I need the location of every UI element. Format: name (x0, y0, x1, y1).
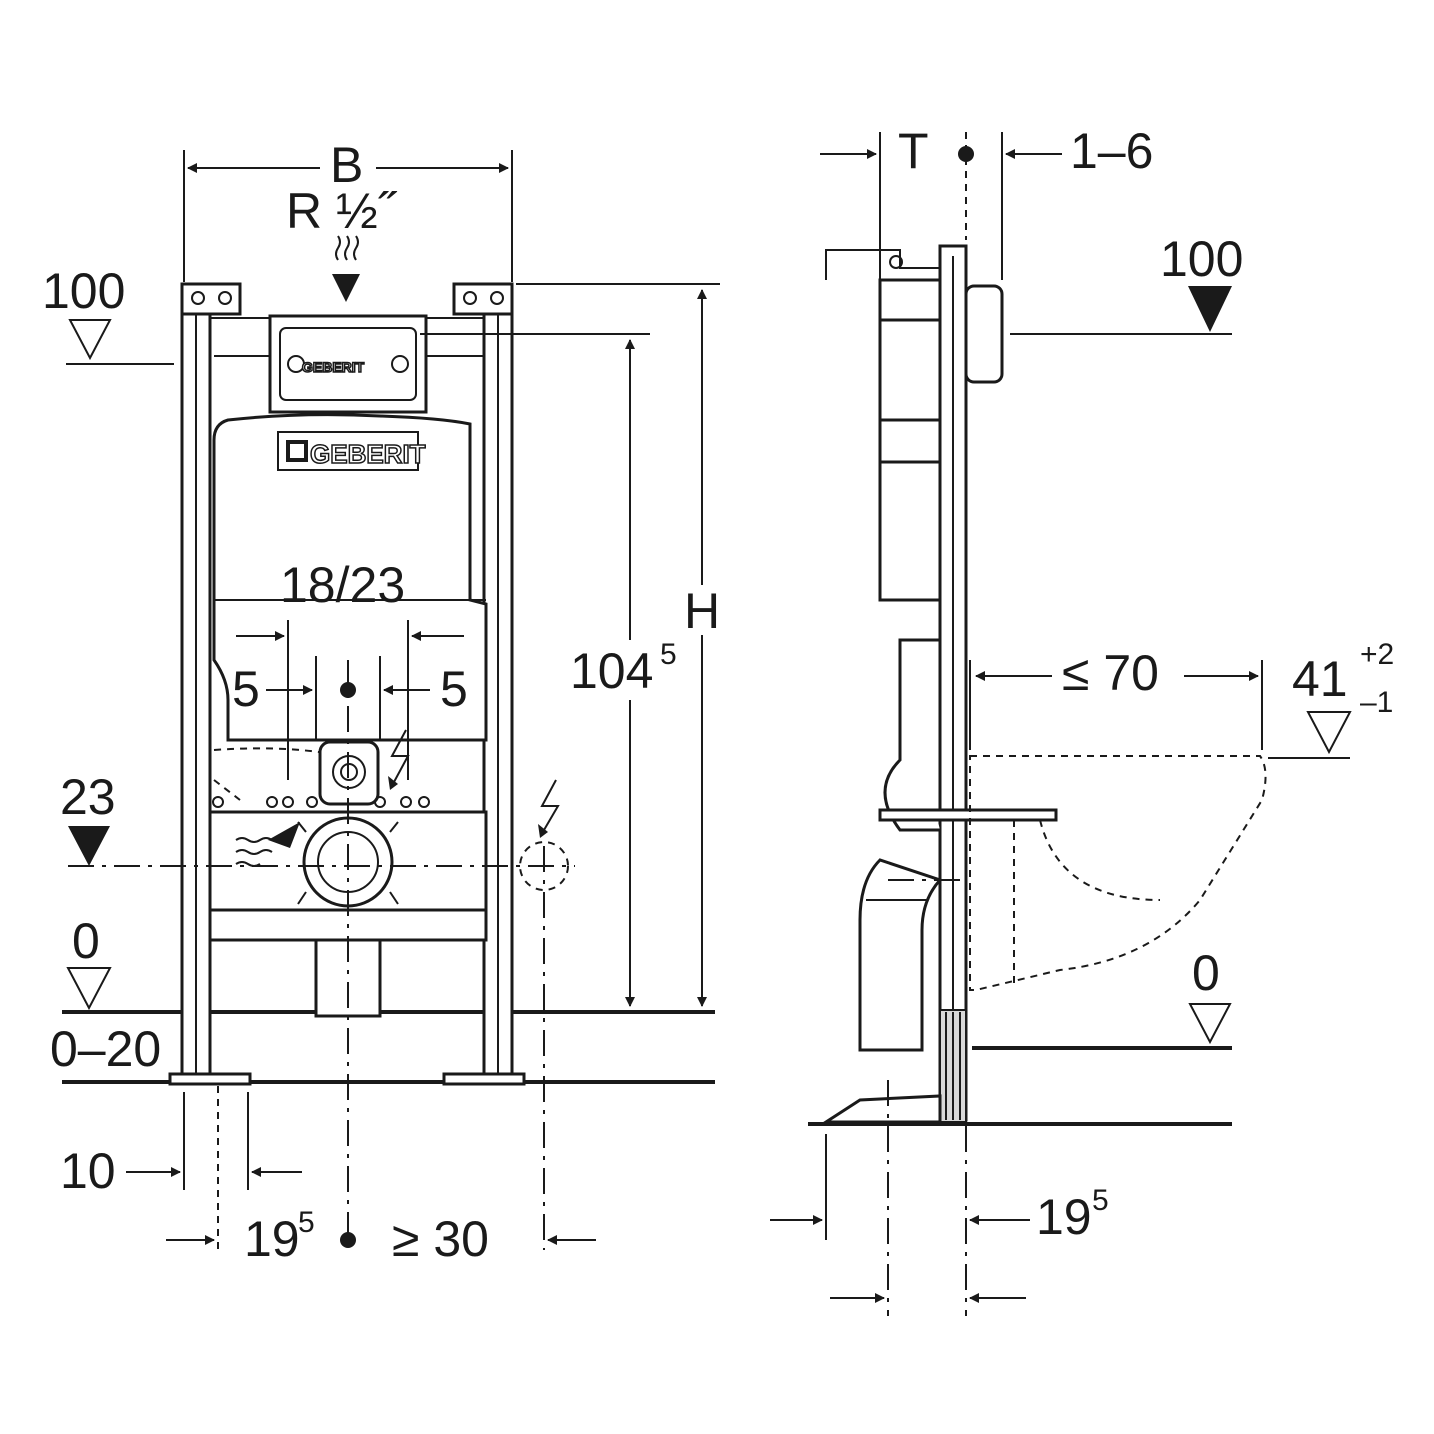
front-view: GEBERIT GEBERIT (42, 137, 720, 1267)
side-cistern-mid (878, 418, 942, 464)
side-view: T 1–6 100 ≤ 70 41 +2 –1 0 19 5 (770, 123, 1394, 1316)
electrical-flash-icon (390, 729, 410, 783)
side-clearance-label: ≥ 30 (392, 1211, 489, 1267)
flush-height-superscript: 5 (660, 638, 677, 671)
wall-gap-label: 1–6 (1070, 123, 1153, 179)
level-marker-filled-icon (1188, 286, 1232, 332)
electrical-socket-icon (519, 779, 569, 891)
side-actuator-box (964, 284, 1004, 384)
brand-plate: GEBERIT (310, 439, 426, 469)
level-marker-icon (68, 319, 112, 361)
level-marker-icon (66, 967, 112, 1011)
seat-height-tolerance-minus: –1 (1360, 686, 1393, 719)
side-cistern-body (878, 460, 942, 602)
side-level-0-label: 0 (1192, 945, 1220, 1001)
side-bottom-offset-superscript: 5 (1092, 1184, 1109, 1217)
dimension-width-label: B (330, 137, 363, 193)
side-level-100-label: 100 (1160, 231, 1243, 287)
side-flush-pipe (883, 598, 942, 832)
fixing-screws (212, 796, 430, 808)
depth-label: T (898, 123, 929, 179)
side-drain-bend (858, 858, 943, 1052)
connection-spacing-label: 18/23 (280, 557, 405, 613)
side-foot (820, 1094, 942, 1124)
center-offset-label: 19 (244, 1211, 300, 1267)
side-cistern-top (878, 318, 942, 422)
floor-range-label: 0–20 (50, 1021, 161, 1077)
toilet-bowl-outline (969, 755, 1267, 991)
seat-height-label: 41 (1292, 651, 1348, 707)
level-marker-icon (1306, 711, 1352, 755)
center-offset-superscript: 5 (298, 1206, 315, 1239)
flush-height-label: 104 (570, 643, 653, 699)
water-supply-label: R ½˝ (286, 183, 398, 239)
drain-wave-icon (235, 822, 300, 867)
offset-right-label: 5 (440, 661, 468, 717)
level-23-label: 23 (60, 769, 116, 825)
wall-bracket (825, 249, 940, 280)
flush-plate (268, 314, 428, 414)
seat-height-tolerance-plus: +2 (1360, 638, 1394, 671)
frame-foot-left (168, 1072, 252, 1086)
level-marker-filled-icon (68, 826, 110, 866)
water-wave-icon (332, 235, 360, 302)
level-0-label: 0 (72, 913, 100, 969)
level-marker-icon (1188, 1003, 1232, 1045)
offset-left-label: 5 (232, 661, 260, 717)
frame-foot-right (442, 1072, 526, 1086)
side-fixing-bolt (878, 808, 1058, 822)
max-projection-label: ≤ 70 (1062, 645, 1159, 701)
brand-button: GEBERIT (302, 359, 365, 375)
level-100-label: 100 (42, 263, 125, 319)
side-bottom-offset-label: 19 (1036, 1189, 1092, 1245)
leg-offset-label: 10 (60, 1143, 116, 1199)
concealed-cistern (212, 413, 488, 742)
total-height-label: H (684, 583, 720, 639)
